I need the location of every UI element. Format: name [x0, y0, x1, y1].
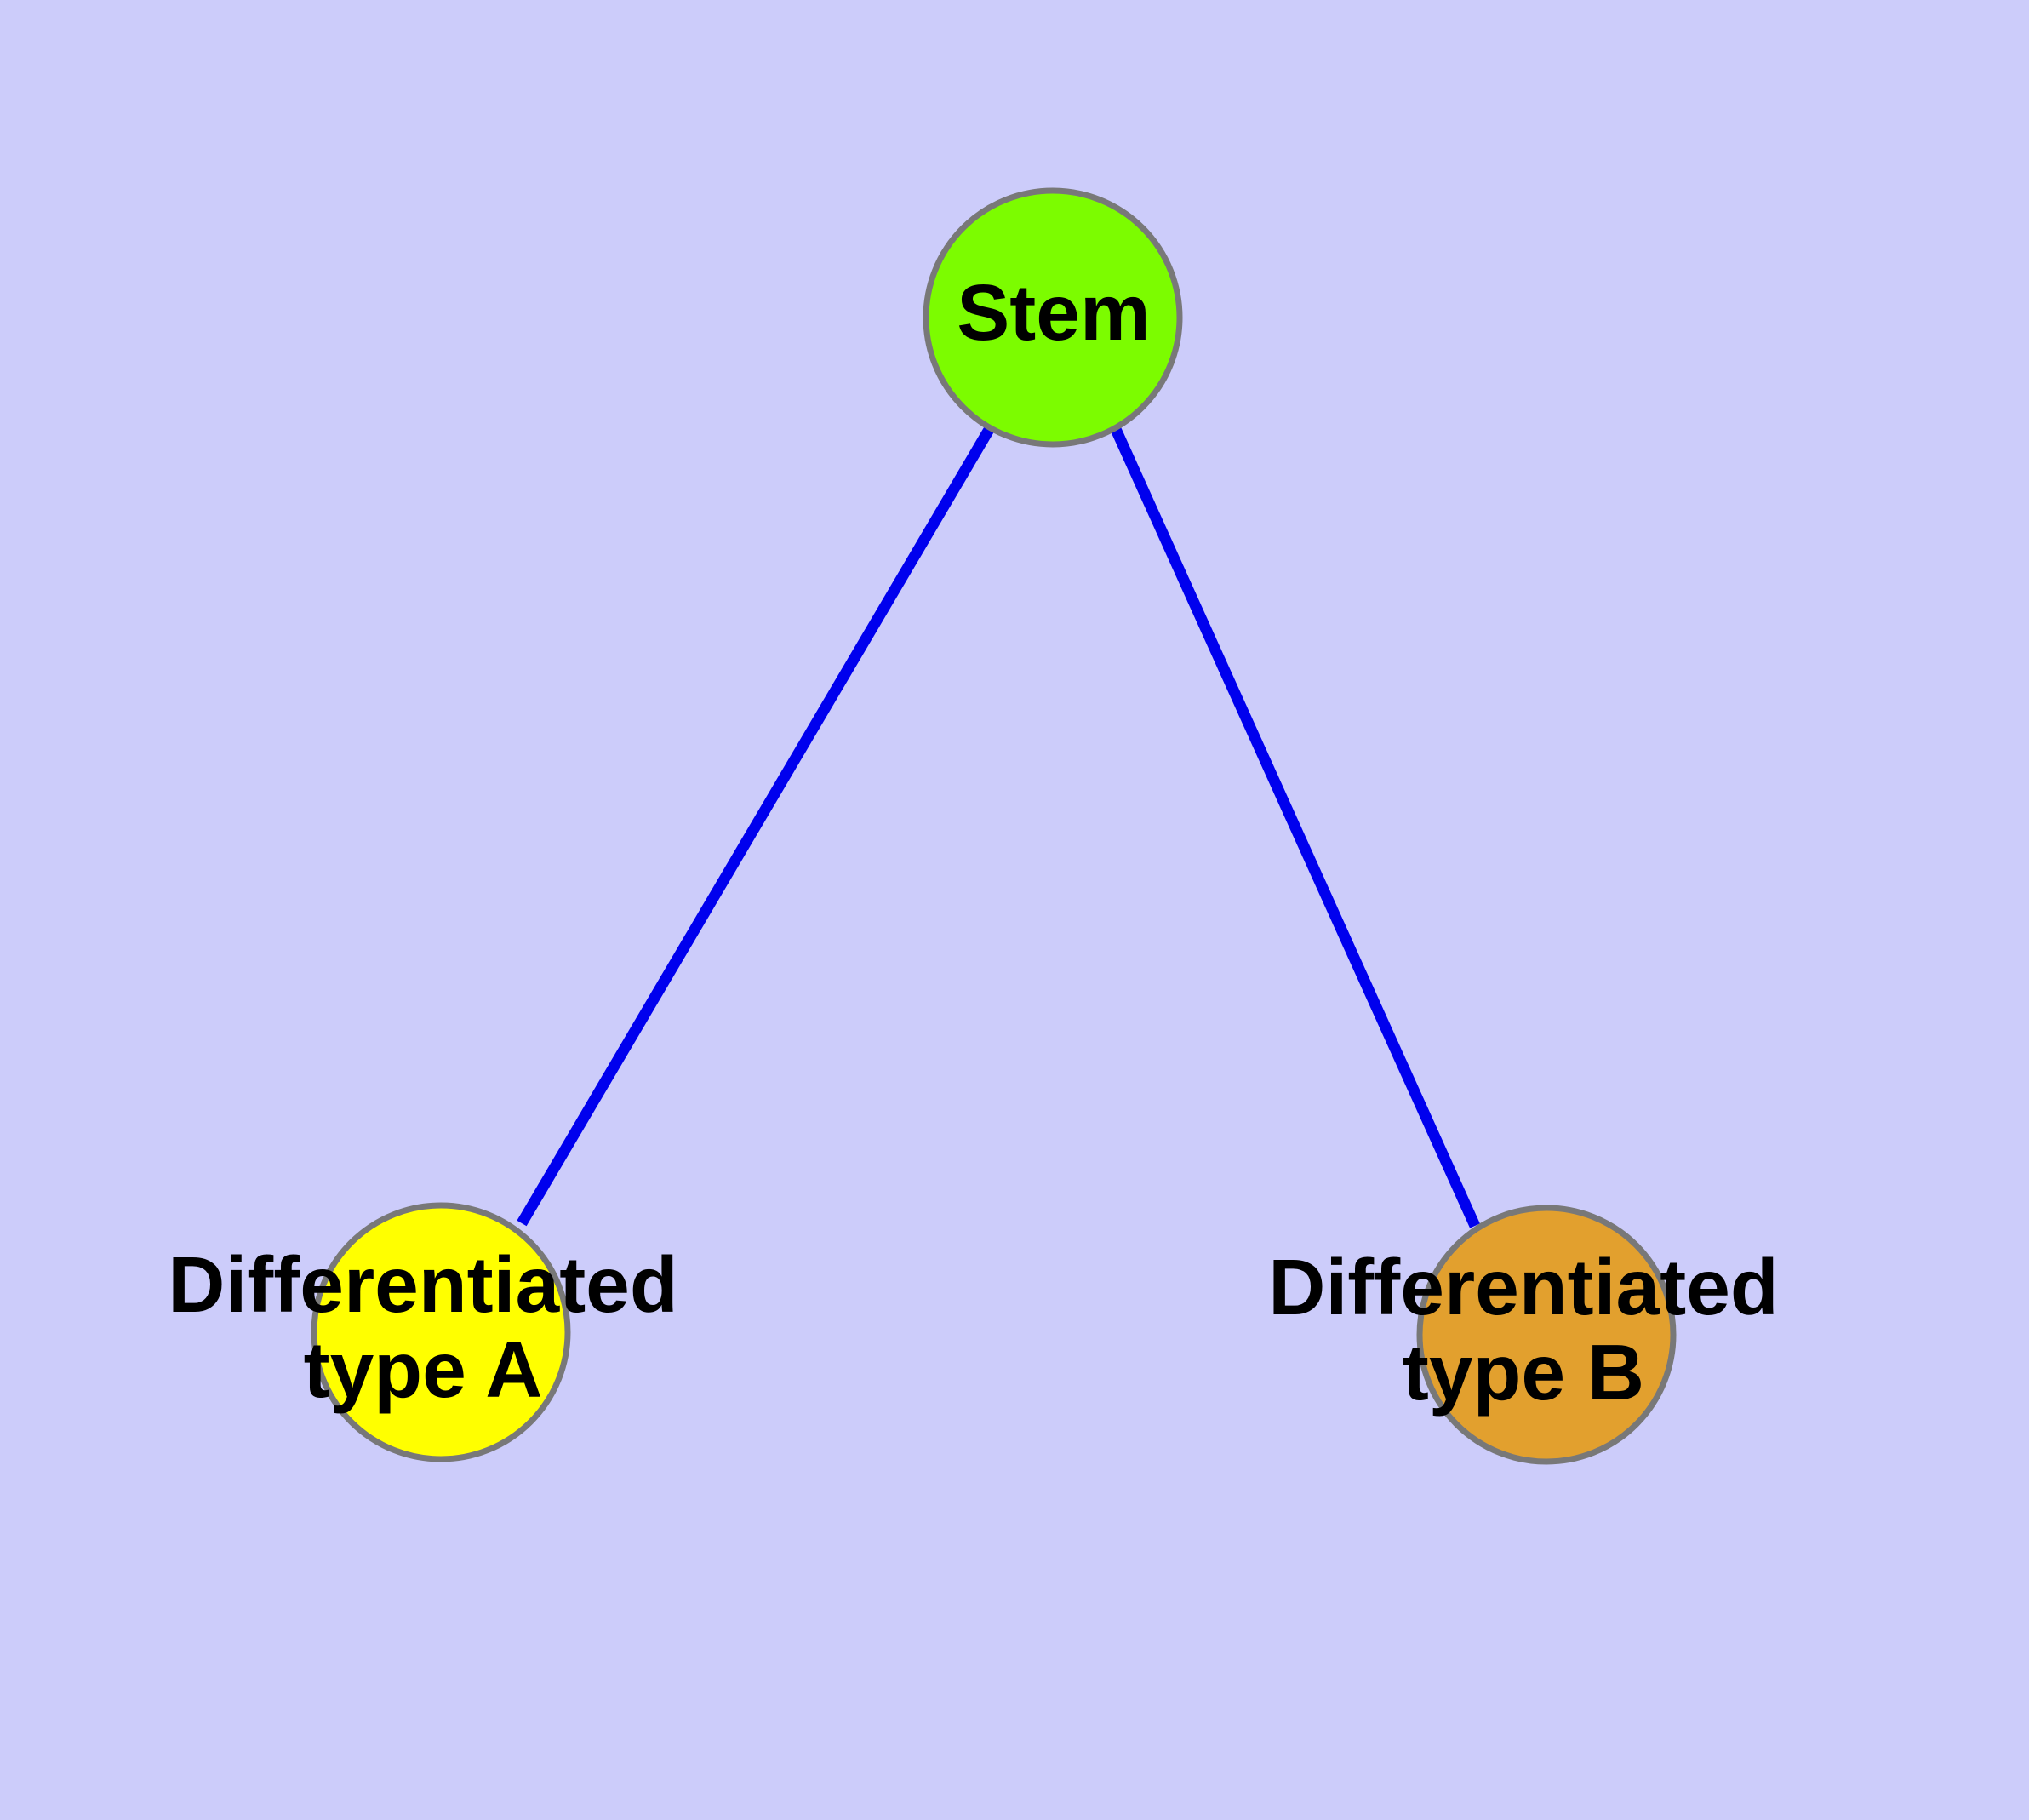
graph-node-label-stem: Stem — [957, 268, 1150, 357]
graph-node-diff-b[interactable] — [1416, 1205, 1677, 1465]
graph-node-label-line: type B — [1403, 1328, 1644, 1417]
graph-node-label-line: Stem — [957, 268, 1150, 357]
graph-node-stem[interactable] — [923, 187, 1183, 448]
graph-node-label-line: Differentiated — [1268, 1242, 1778, 1331]
graph-edge-stem-to-diff-a[interactable] — [517, 425, 995, 1227]
graph-node-label-line: Differentiated — [168, 1239, 677, 1328]
nodes-layer — [311, 187, 1677, 1465]
graph-node-diff-a[interactable] — [311, 1202, 571, 1462]
graph-node-label-line: type A — [304, 1325, 543, 1414]
graph-edge-stem-to-diff-b[interactable] — [1110, 425, 1480, 1228]
edges-layer — [517, 425, 1480, 1228]
